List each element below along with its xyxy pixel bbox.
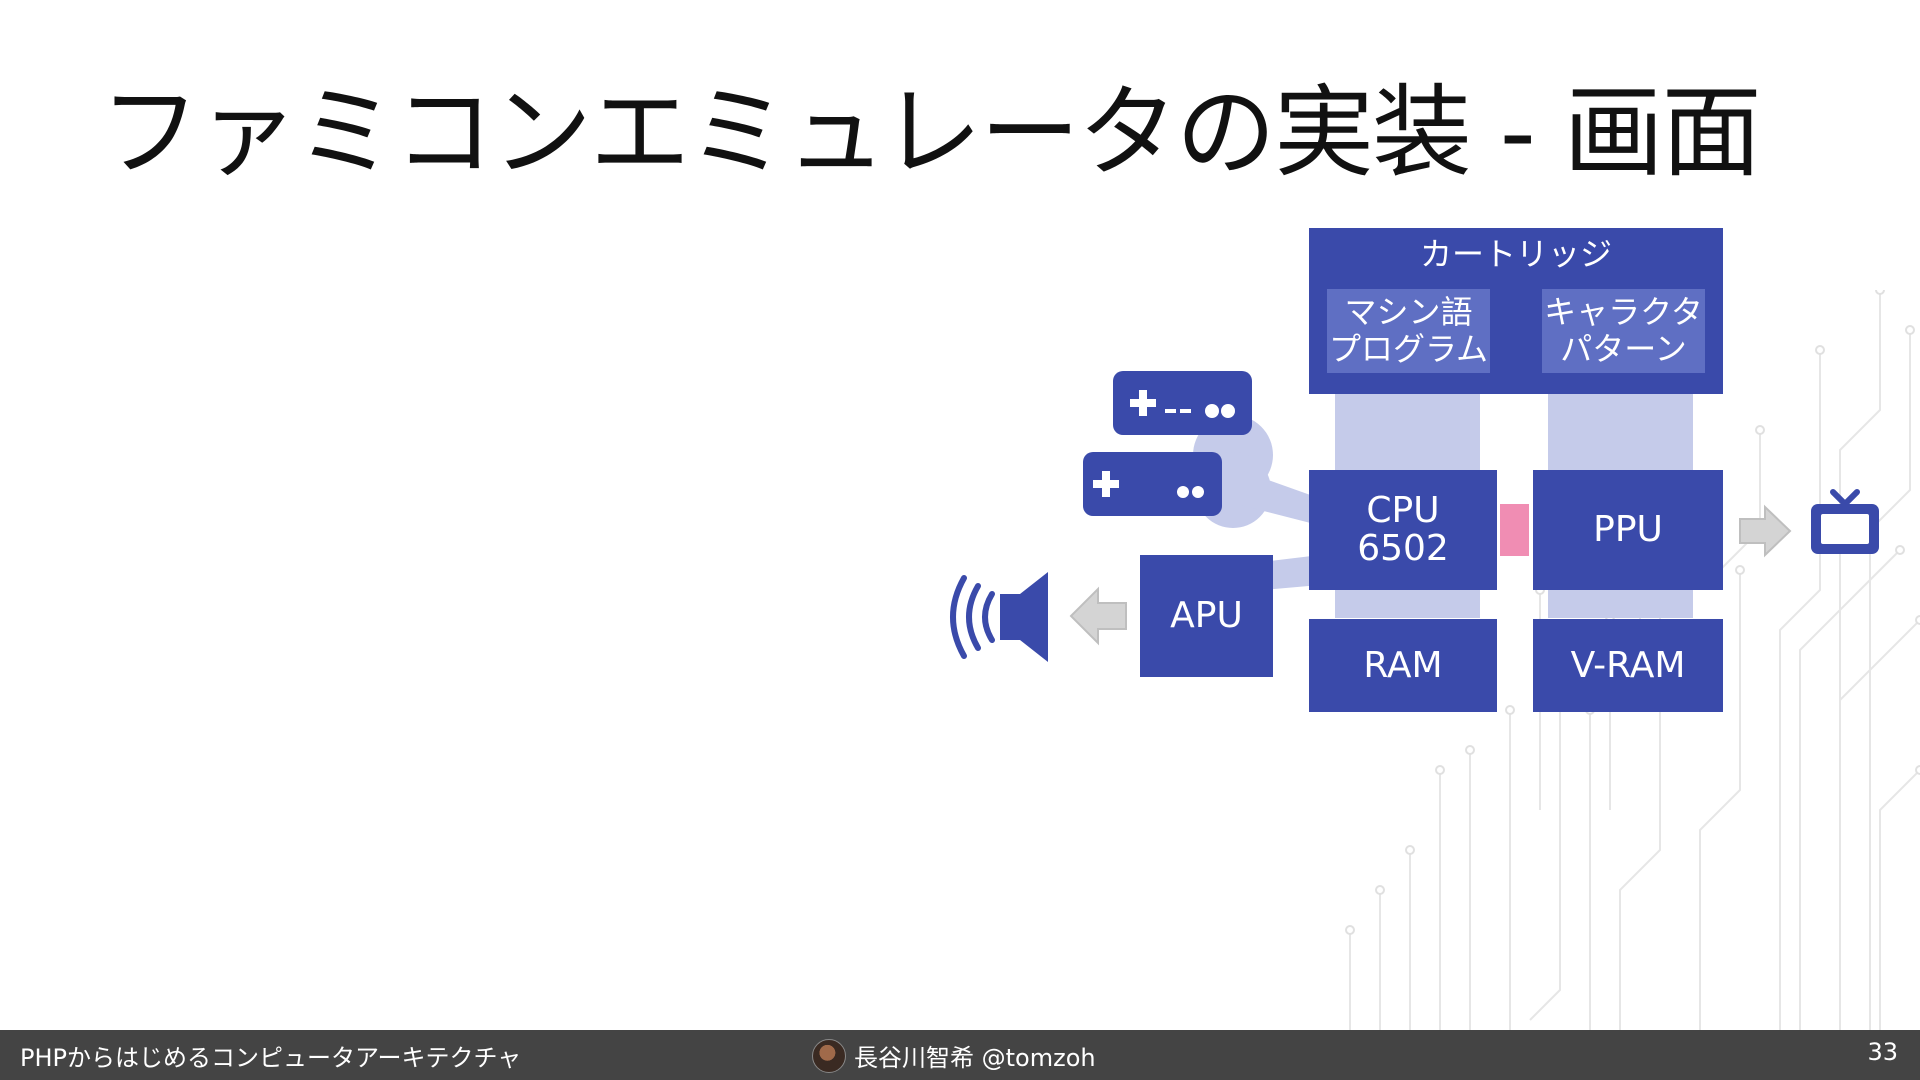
footer-presentation-title: PHPからはじめるコンピュータアーキテクチャ — [20, 1044, 522, 1072]
vram-block: V-RAM — [1533, 619, 1723, 712]
slide-title: ファミコンエミュレータの実装 - 画面 — [100, 74, 1762, 191]
circuit-board-decoration — [1345, 290, 1920, 1030]
arrow-left-icon — [1069, 586, 1127, 646]
cpu-block: CPU 6502 — [1309, 470, 1497, 590]
apu-block: APU — [1140, 555, 1273, 677]
controller-icon — [1083, 452, 1222, 516]
cpu-model-label: 6502 — [1357, 528, 1449, 569]
ram-block: RAM — [1309, 619, 1497, 712]
avatar — [812, 1039, 846, 1073]
tv-icon — [1811, 489, 1879, 554]
pattern-label: パターン — [1560, 330, 1687, 368]
controller-icon — [1113, 371, 1252, 435]
character-label: キャラクタ — [1544, 293, 1703, 332]
arrow-right-icon — [1739, 504, 1792, 558]
cartridge-cpu-bus — [1335, 393, 1480, 470]
ppu-vram-bus — [1548, 590, 1693, 618]
cartridge-label: カートリッジ — [1419, 235, 1612, 273]
ppu-label: PPU — [1593, 509, 1663, 551]
character-pattern-block: キャラクタ パターン — [1542, 289, 1705, 373]
cpu-label: CPU — [1366, 490, 1440, 532]
ram-label: RAM — [1363, 644, 1443, 686]
program-label: プログラム — [1328, 330, 1489, 368]
page-number: 33 — [1867, 1038, 1898, 1066]
apu-label: APU — [1170, 595, 1243, 637]
speaker-icon — [950, 572, 1048, 662]
machine-code-label: マシン語 — [1344, 293, 1473, 332]
machine-code-program-block: マシン語 プログラム — [1327, 289, 1490, 373]
footer-bar: PHPからはじめるコンピュータアーキテクチャ 長谷川智希 @tomzoh 33 — [0, 1030, 1920, 1080]
cpu-ppu-link — [1500, 504, 1529, 556]
vram-label: V-RAM — [1570, 644, 1686, 686]
ppu-block: PPU — [1533, 470, 1723, 590]
cartridge-ppu-bus — [1548, 393, 1693, 470]
footer-author: 長谷川智希 @tomzoh — [854, 1044, 1096, 1072]
cpu-ram-bus — [1335, 590, 1480, 618]
